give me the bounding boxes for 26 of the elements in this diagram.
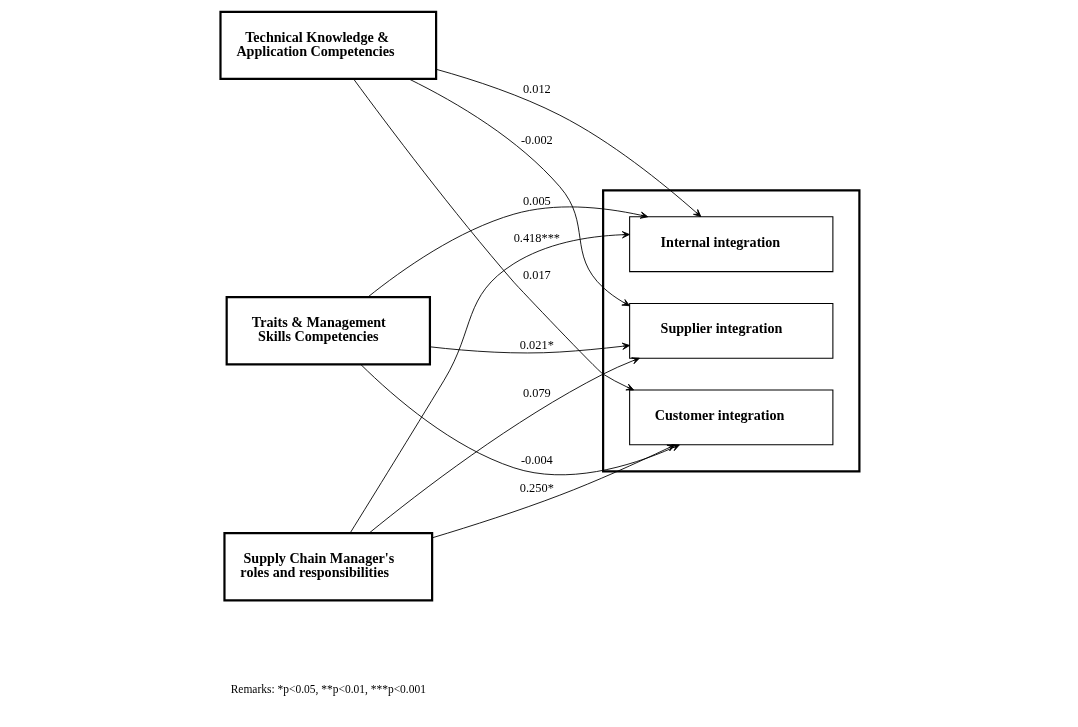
edge-label: -0.002	[520, 132, 553, 147]
node-box: Supplier integration	[628, 302, 833, 359]
arrow	[431, 444, 675, 539]
arrow	[366, 206, 648, 298]
edge-label: 0.079	[522, 386, 551, 401]
cluster	[601, 189, 860, 473]
edge-label: 0.005	[522, 193, 551, 208]
node-box: Supply Chain Manager's roles and responsibilities	[222, 532, 433, 602]
node-box: Internal integration	[628, 216, 833, 273]
arrow	[349, 231, 630, 534]
arrow	[352, 78, 634, 391]
arrow	[408, 78, 630, 307]
edge-label: 0.017	[522, 267, 551, 282]
edge-label: 0.250*	[519, 480, 554, 495]
edge-label: -0.004	[520, 453, 553, 468]
arrow	[359, 364, 680, 476]
edge-label: 0.012	[522, 82, 551, 97]
edge-label: 0.021*	[519, 337, 554, 352]
node-box: Customer integration	[628, 389, 833, 446]
label: Remarks: *p<0.05, **p<0.01, ***p<0.001	[230, 682, 426, 695]
node-box: Technical Knowledge & Application Competencies	[218, 10, 437, 81]
arrow	[429, 342, 630, 354]
edge-label: 0.418***	[513, 230, 560, 245]
arrow	[368, 357, 640, 534]
arrow	[435, 68, 701, 218]
node-box: Traits & Management Skills Competencies	[225, 296, 431, 366]
